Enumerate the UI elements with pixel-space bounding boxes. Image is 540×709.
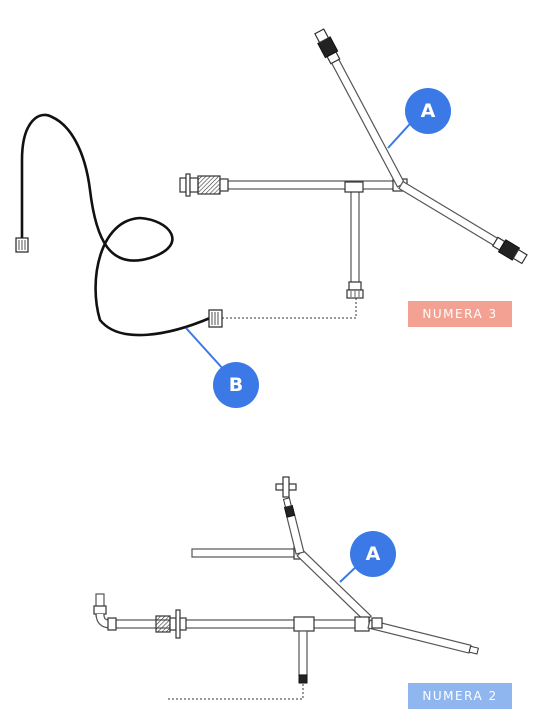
tag-numera3: NUMERA 3: [408, 301, 512, 327]
dashed-link-top: [222, 298, 357, 319]
branch-tube-bottom: [298, 630, 308, 676]
numera3-assembly: [15, 28, 528, 371]
arm-tube-down-right: [398, 180, 506, 251]
branch-tube-down: [350, 189, 360, 285]
callout-a-top: A: [405, 88, 451, 134]
cable-line-b: [20, 113, 212, 337]
left-elbow-fitting: [93, 605, 107, 615]
tag-numera2: NUMERA 2: [408, 683, 512, 709]
filter-element-bottom: [155, 615, 171, 633]
branch-end-bottom: [298, 674, 308, 684]
callout-b-top: B: [213, 362, 259, 408]
filter-element-top: [197, 175, 221, 195]
dashed-link-bottom: [168, 684, 304, 700]
cable-connector-b: [208, 309, 223, 328]
numera2-assembly: [93, 476, 480, 700]
right-arm-tube: [367, 619, 472, 654]
leader-b-top: [185, 327, 225, 371]
upper-branch-tube: [191, 548, 297, 558]
main-tube-bottom: [115, 619, 367, 629]
main-tube-top: [227, 180, 399, 190]
callout-a-bottom: A: [350, 531, 396, 577]
arm-tube-up: [321, 41, 406, 188]
upper-arm-tube: [286, 514, 305, 555]
